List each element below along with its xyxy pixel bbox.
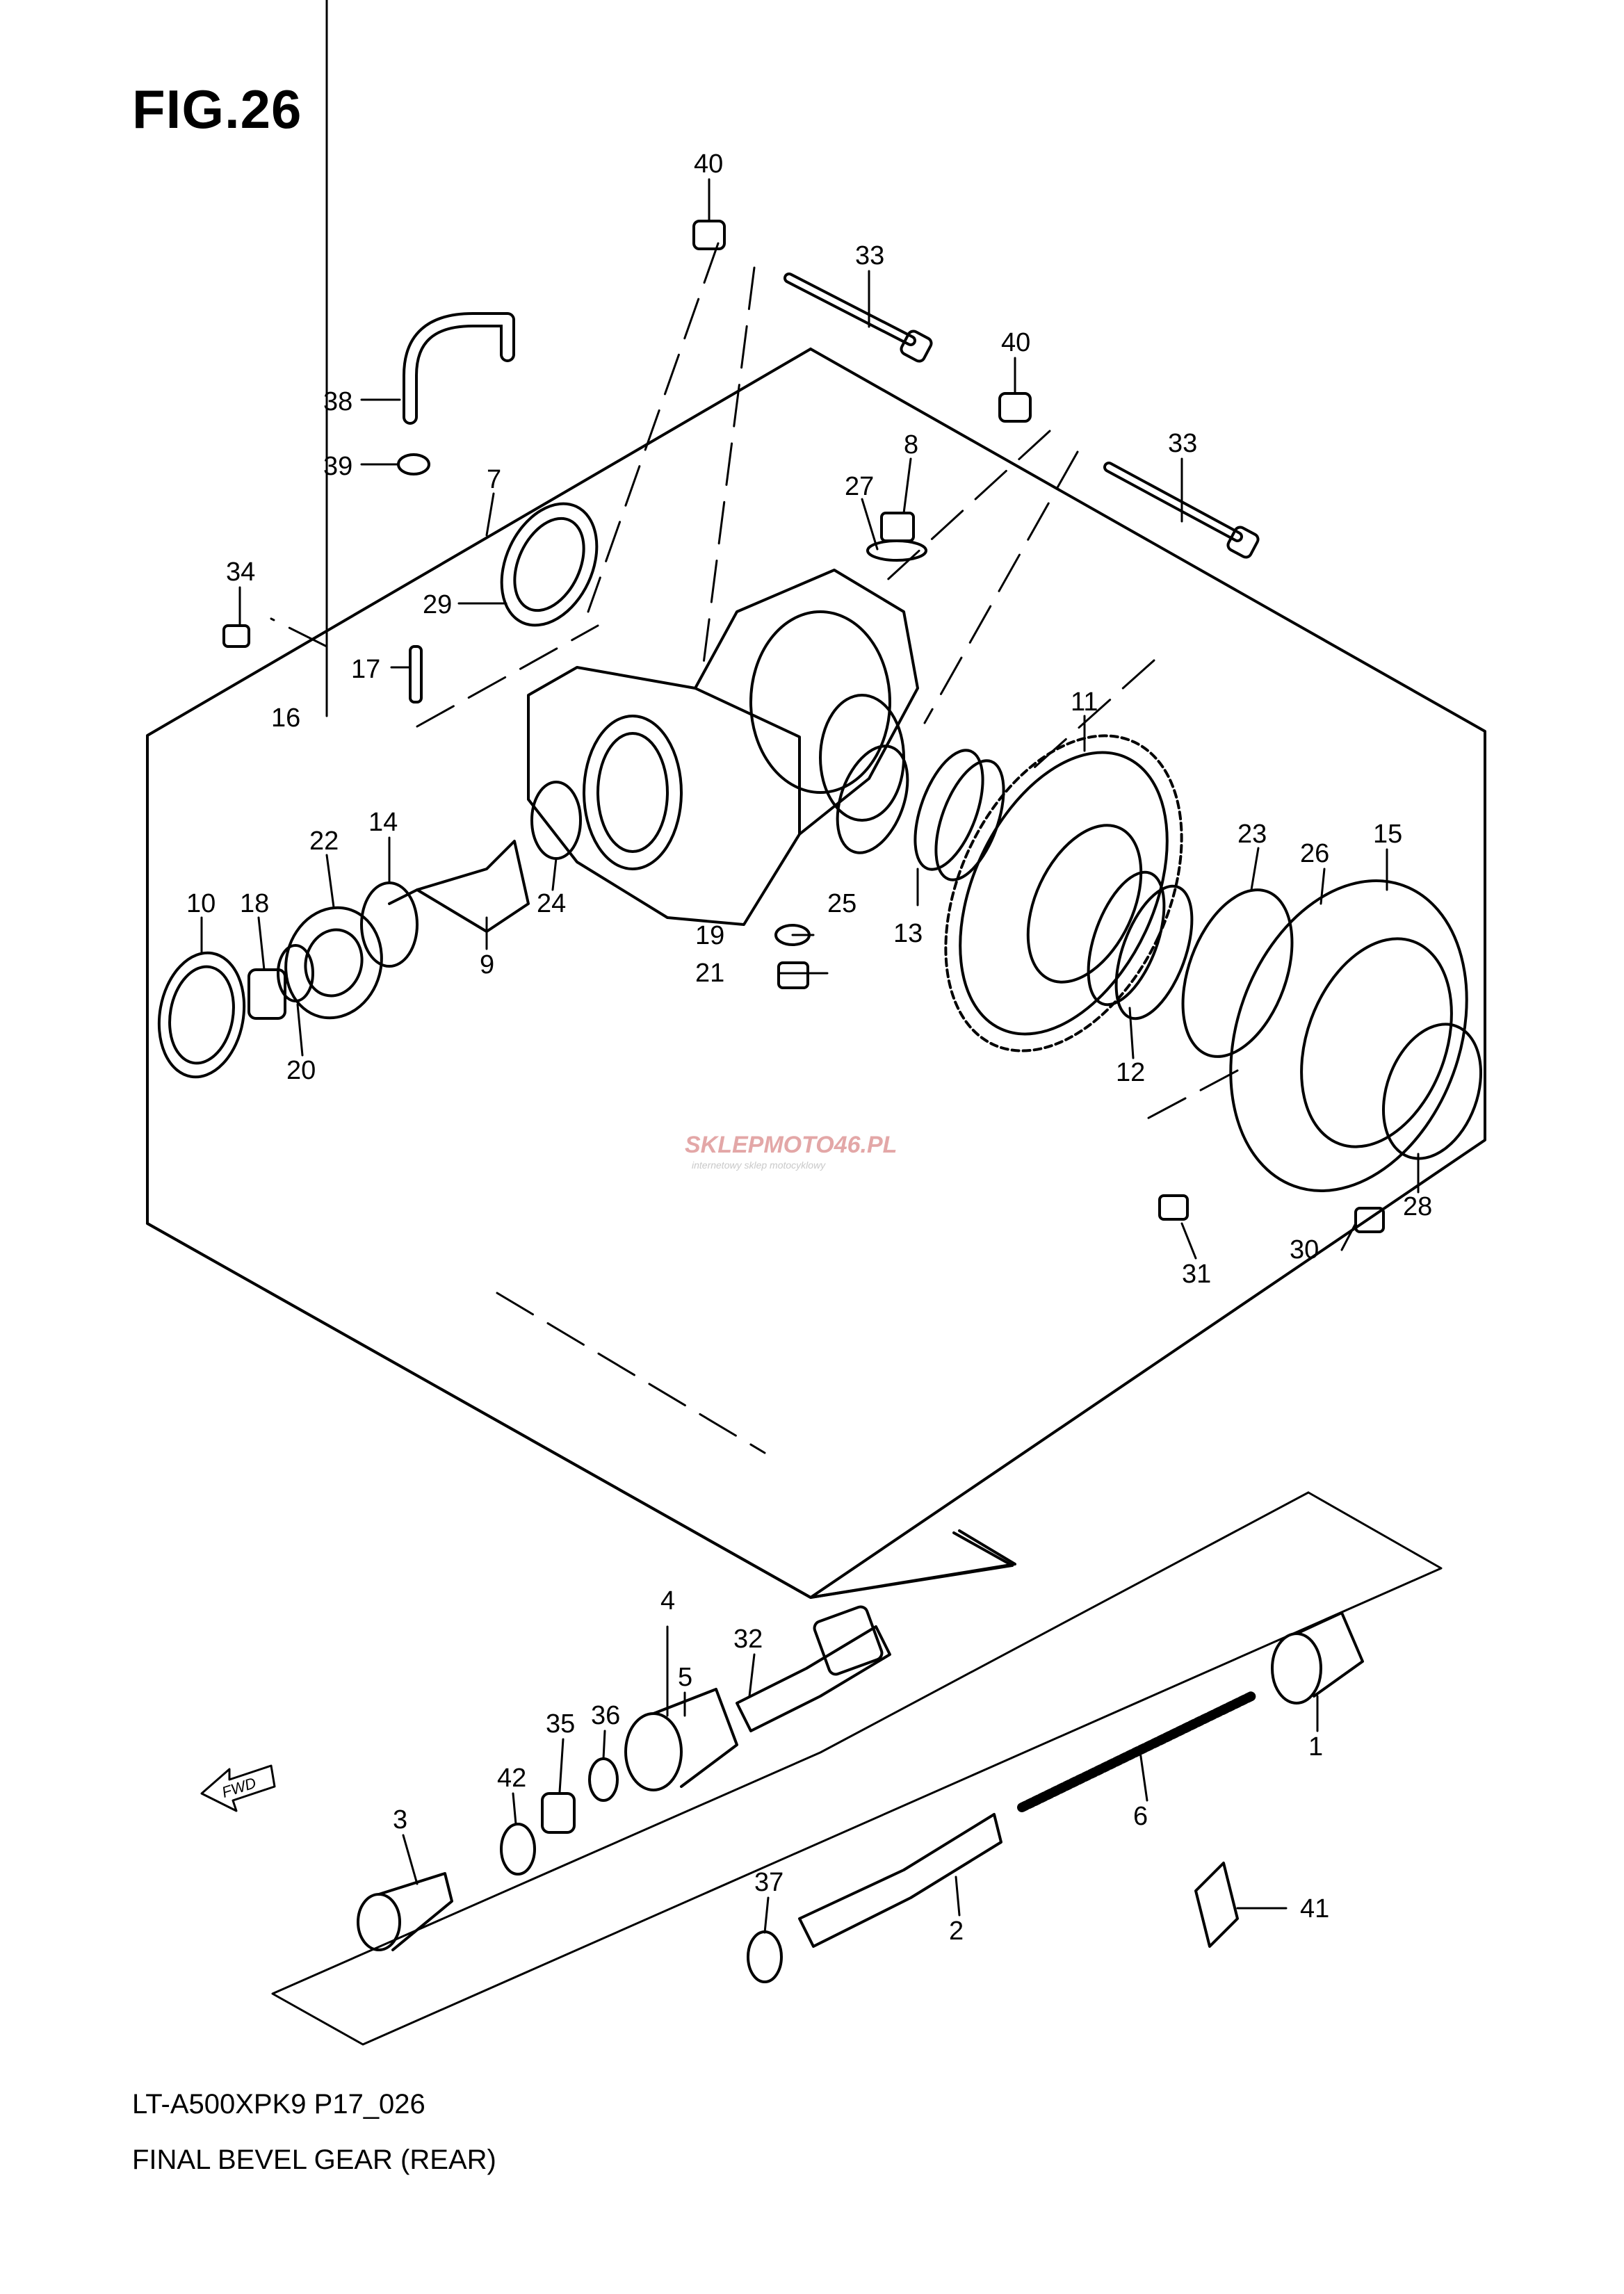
callout-41: 41 [1300, 1894, 1329, 1923]
callout-27: 27 [845, 472, 874, 501]
watermark: SKLEPMOTO46.PL [685, 1132, 898, 1158]
callout-40: 40 [1001, 328, 1030, 357]
callout-35: 35 [546, 1709, 575, 1739]
callout-14: 14 [368, 808, 398, 837]
oil-seal-28 [1381, 1023, 1483, 1160]
callout-29: 29 [423, 590, 452, 619]
bearing-4-5 [624, 1688, 738, 1791]
washer-20 [277, 944, 314, 1002]
callout-20: 20 [286, 1056, 316, 1085]
bearing-23 [1181, 888, 1294, 1058]
gear-case-housing [527, 569, 919, 926]
callout-32: 32 [733, 1625, 763, 1654]
assembly-guide-lines [270, 242, 1239, 1454]
nut-40-top [692, 220, 726, 250]
filler-plug-8 [880, 512, 915, 542]
fwd-label: FWD [220, 1774, 258, 1801]
callout-39: 39 [323, 452, 352, 481]
nut-40-right [998, 392, 1032, 423]
bolt-30 [1354, 1207, 1385, 1233]
callout-16: 16 [271, 703, 300, 733]
clip-41 [1194, 1862, 1239, 1948]
callout-13: 13 [893, 919, 923, 948]
dowel-pin-17 [409, 645, 423, 703]
callout-5: 5 [678, 1663, 692, 1692]
assembly-outline-bottom [146, 1222, 1014, 1599]
callout-21: 21 [695, 959, 724, 988]
ring-gear-11 [944, 734, 1183, 1052]
propeller-shaft-32 [736, 1605, 891, 1732]
o-ring-42 [500, 1823, 536, 1876]
callout-17: 17 [351, 655, 380, 684]
callout-19: 19 [695, 921, 724, 950]
drive-pinion-9 [388, 840, 530, 933]
callout-4: 4 [660, 1586, 675, 1616]
callout-23: 23 [1237, 820, 1267, 849]
bolt-31 [1158, 1194, 1189, 1221]
callout-11: 11 [1071, 688, 1098, 717]
model-code: LT-A500XPK9 P17_026 [132, 2089, 425, 2120]
bearing-25 [836, 745, 909, 854]
bearing-case-26 [1229, 879, 1468, 1192]
callout-37: 37 [754, 1868, 783, 1897]
callout-38: 38 [323, 387, 352, 416]
bolt-34 [222, 624, 250, 648]
callout-24: 24 [537, 889, 566, 918]
bolt-33-right [1103, 462, 1260, 559]
callout-40: 40 [694, 149, 723, 179]
callout-30: 30 [1290, 1235, 1319, 1264]
callout-2: 2 [949, 1917, 964, 1946]
nut-35 [541, 1792, 576, 1834]
coupling-10 [157, 951, 246, 1079]
callout-8: 8 [904, 430, 918, 459]
fwd-arrow-icon [200, 1764, 276, 1812]
washer-36 [588, 1757, 619, 1802]
callout-6: 6 [1133, 1802, 1148, 1831]
callout-28: 28 [1403, 1192, 1432, 1221]
callout-12: 12 [1116, 1058, 1145, 1087]
callout-33: 33 [855, 241, 884, 270]
callout-42: 42 [497, 1764, 526, 1793]
callout-10: 10 [186, 889, 216, 918]
sleeve-1 [1271, 1611, 1364, 1705]
section-name: FINAL BEVEL GEAR (REAR) [132, 2145, 496, 2175]
callout-36: 36 [591, 1701, 620, 1730]
callout-15: 15 [1373, 820, 1402, 849]
callout-25: 25 [827, 889, 856, 918]
callout-31: 31 [1182, 1260, 1211, 1289]
callout-labels: 40 33 40 33 38 39 7 8 27 34 29 17 16 11 … [186, 149, 1432, 1946]
oil-seal-7 [500, 502, 599, 627]
callout-9: 9 [480, 950, 494, 979]
callout-33: 33 [1168, 429, 1197, 458]
callout-7: 7 [487, 465, 501, 494]
callout-22: 22 [309, 827, 339, 856]
callout-18: 18 [240, 889, 269, 918]
bolt-33-top [783, 272, 933, 363]
drain-plug-21 [777, 961, 809, 989]
gasket-27 [866, 539, 927, 562]
o-ring-37 [747, 1930, 783, 1983]
bearing-22 [284, 906, 383, 1020]
callout-3: 3 [393, 1805, 407, 1835]
joint-3 [357, 1872, 453, 1951]
clamp-39 [397, 453, 430, 475]
shaft-2 [798, 1813, 1002, 1948]
spring-6 [1017, 1691, 1256, 1812]
callout-34: 34 [226, 558, 255, 587]
watermark-subtext: internetowy sklep motocyklowy [692, 1160, 826, 1171]
callout-1: 1 [1308, 1732, 1323, 1762]
figure-title: FIG.26 [132, 79, 302, 140]
shaft-assembly-outline [271, 1491, 1443, 2046]
bearing-24 [530, 781, 582, 860]
callout-26: 26 [1300, 839, 1329, 868]
